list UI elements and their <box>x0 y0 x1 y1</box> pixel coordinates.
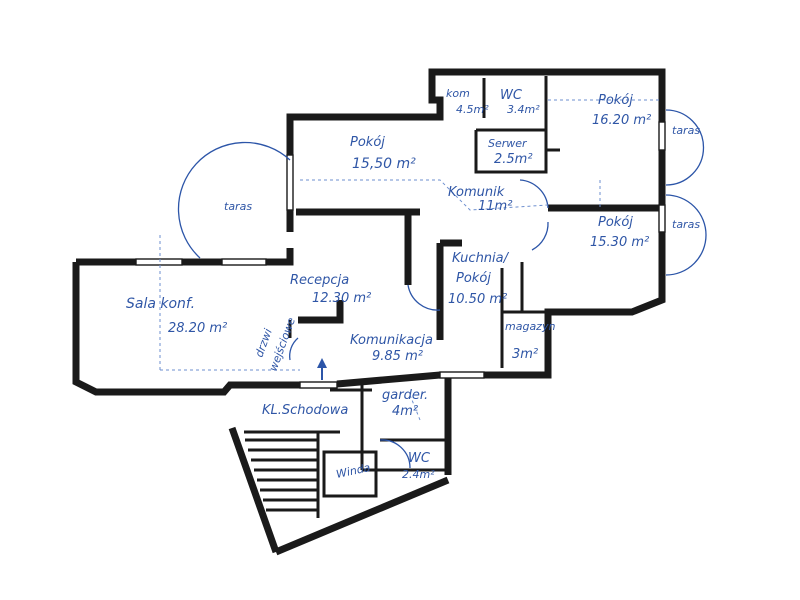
room-pokoj-b-area: 16.20 m² <box>592 113 651 128</box>
room-wc-bottom-area: 2.4m² <box>402 468 435 481</box>
room-pokoj-a-name: Pokój <box>350 135 385 150</box>
room-kuchnia-name: Kuchnia/ <box>452 251 510 266</box>
room-boundaries <box>159 99 662 421</box>
taras-right-bottom-label: taras <box>672 218 700 231</box>
room-komunikacja-area: 9.85 m² <box>372 349 423 364</box>
room-pokoj-a-area: 15,50 m² <box>352 156 416 172</box>
room-komunik-area: 11m² <box>478 199 512 214</box>
room-sala-area: 28.20 m² <box>168 321 227 336</box>
room-recepcja-area: 12.30 m² <box>312 291 371 306</box>
room-wc-bottom-name: WC <box>408 451 431 466</box>
door-swings <box>289 179 549 469</box>
windows <box>135 121 666 389</box>
room-garder-name: garder. <box>382 388 428 403</box>
room-garder-area: 4m² <box>392 404 418 419</box>
room-kuchnia-area: 10.50 m² <box>448 292 507 307</box>
room-pokoj-b-name: Pokój <box>598 93 633 108</box>
stairwell <box>228 426 450 556</box>
lift-label: Winda <box>335 461 372 481</box>
outer-walls <box>72 68 666 396</box>
room-wc-top-area: 3.4m² <box>507 103 540 116</box>
room-sala-name: Sala konf. <box>126 296 195 312</box>
room-magazyn-name: magazyn <box>505 320 555 333</box>
entrance-arrow-icon <box>317 358 327 380</box>
taras-left-label: taras <box>224 200 252 213</box>
stairwell-label: KL.Schodowa <box>262 403 348 418</box>
room-recepcja-name: Recepcja <box>290 273 349 288</box>
room-serwer-area: 2.5m² <box>494 152 533 167</box>
room-serwer-name: Serwer <box>488 137 528 150</box>
room-kom-name: kom <box>446 87 470 100</box>
room-labels: Pokój 15,50 m² Pokój 16.20 m² Pokój 15.3… <box>126 87 651 481</box>
room-komunik-name: Komunik <box>448 185 505 200</box>
room-magazyn-area: 3m² <box>512 347 538 362</box>
taras-right-top-label: taras <box>672 124 700 137</box>
terrace-arcs <box>177 109 707 276</box>
room-kuchnia-name-2: Pokój <box>456 271 491 286</box>
room-pokoj-c-name: Pokój <box>598 215 633 230</box>
inner-walls <box>288 76 662 475</box>
lift-shaft <box>322 450 378 498</box>
room-pokoj-c-area: 15.30 m² <box>590 235 649 250</box>
room-komunikacja-name: Komunikacja <box>350 333 433 348</box>
room-kom-area: 4.5m² <box>456 103 489 116</box>
room-wc-top-name: WC <box>500 88 523 103</box>
